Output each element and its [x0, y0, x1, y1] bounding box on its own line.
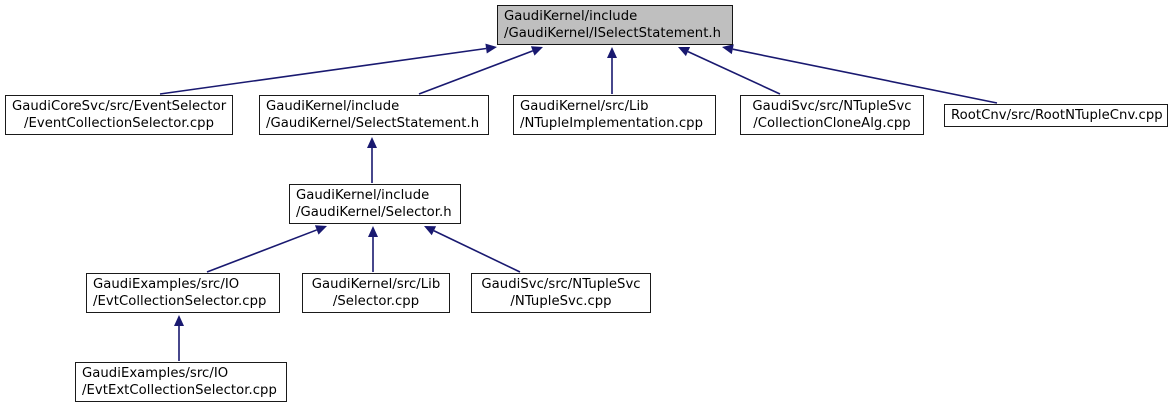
edge-selectstatement-to-iselectstatement [418, 46, 543, 95]
node-iselectstatement[interactable]: GaudiKernel/include/GaudiKernel/ISelectS… [497, 5, 733, 45]
node-label-line1: GaudiCoreSvc/src/EventSelector [12, 99, 227, 114]
node-label-line1: GaudiSvc/src/NTupleSvc [752, 99, 912, 114]
node-label-line2: /GaudiKernel/Selector.h [296, 205, 452, 220]
edge-ntuplesvc_cpp-to-selector_h [424, 226, 521, 273]
node-collectionclonealg[interactable]: GaudiSvc/src/NTupleSvc/CollectionCloneAl… [740, 95, 924, 135]
node-label-line2: /EvtExtCollectionSelector.cpp [82, 383, 277, 398]
node-label-line1: GaudiSvc/src/NTupleSvc [481, 277, 641, 292]
node-label-line2: /NTupleImplementation.cpp [520, 116, 704, 131]
node-eventcollectionselector[interactable]: GaudiCoreSvc/src/EventSelector/EventColl… [5, 95, 233, 135]
node-evtextcollectionselector[interactable]: GaudiExamples/src/IO/EvtExtCollectionSel… [75, 362, 287, 402]
node-label-line2: /Selector.cpp [332, 294, 420, 309]
edge-selector_h-to-selectstatement [367, 137, 377, 183]
node-label-line1: GaudiKernel/include [504, 9, 638, 24]
edge-collectionclonealg-to-iselectstatement [678, 47, 781, 95]
node-label-line1: GaudiKernel/include [296, 188, 430, 203]
node-label-line2: /CollectionCloneAlg.cpp [753, 116, 911, 131]
edge-ntupleimplementation-to-iselectstatement [607, 47, 617, 94]
node-ntuplesvc_cpp[interactable]: GaudiSvc/src/NTupleSvc/NTupleSvc.cpp [471, 273, 651, 313]
node-label-line1: GaudiExamples/src/IO [82, 366, 229, 381]
edge-selector_cpp-to-selector_h [368, 226, 378, 272]
node-selectstatement[interactable]: GaudiKernel/include/GaudiKernel/SelectSt… [259, 95, 489, 135]
node-label-line1: GaudiExamples/src/IO [93, 277, 240, 292]
node-rootntuplecnv[interactable]: RootCnv/src/RootNTupleCnv.cpp [944, 104, 1168, 127]
node-label-line2: /EventCollectionSelector.cpp [24, 116, 214, 131]
edge-evtextcollectionselector-to-evtcollectionselector [174, 315, 184, 361]
node-label-line1: GaudiKernel/src/Lib [311, 277, 441, 292]
node-label-line2: /EvtCollectionSelector.cpp [93, 294, 267, 309]
node-label-line1: GaudiKernel/include [266, 99, 400, 114]
node-label-line1: GaudiKernel/src/Lib [520, 99, 649, 114]
edge-eventcollectionselector-to-iselectstatement [159, 43, 497, 95]
node-selector_h[interactable]: GaudiKernel/include/GaudiKernel/Selector… [289, 184, 461, 224]
node-label-line2: /GaudiKernel/SelectStatement.h [266, 116, 480, 131]
node-selector_cpp[interactable]: GaudiKernel/src/Lib/Selector.cpp [302, 273, 450, 313]
edge-evtcollectionselector-to-selector_h [206, 225, 327, 273]
node-label-line2: /NTupleSvc.cpp [510, 294, 612, 309]
node-evtcollectionselector[interactable]: GaudiExamples/src/IO/EvtCollectionSelect… [86, 273, 280, 313]
node-ntupleimplementation[interactable]: GaudiKernel/src/Lib/NTupleImplementation… [513, 95, 716, 135]
node-label-line2: /GaudiKernel/ISelectStatement.h [504, 26, 722, 41]
node-label-line1: RootCnv/src/RootNTupleCnv.cpp [951, 108, 1163, 123]
